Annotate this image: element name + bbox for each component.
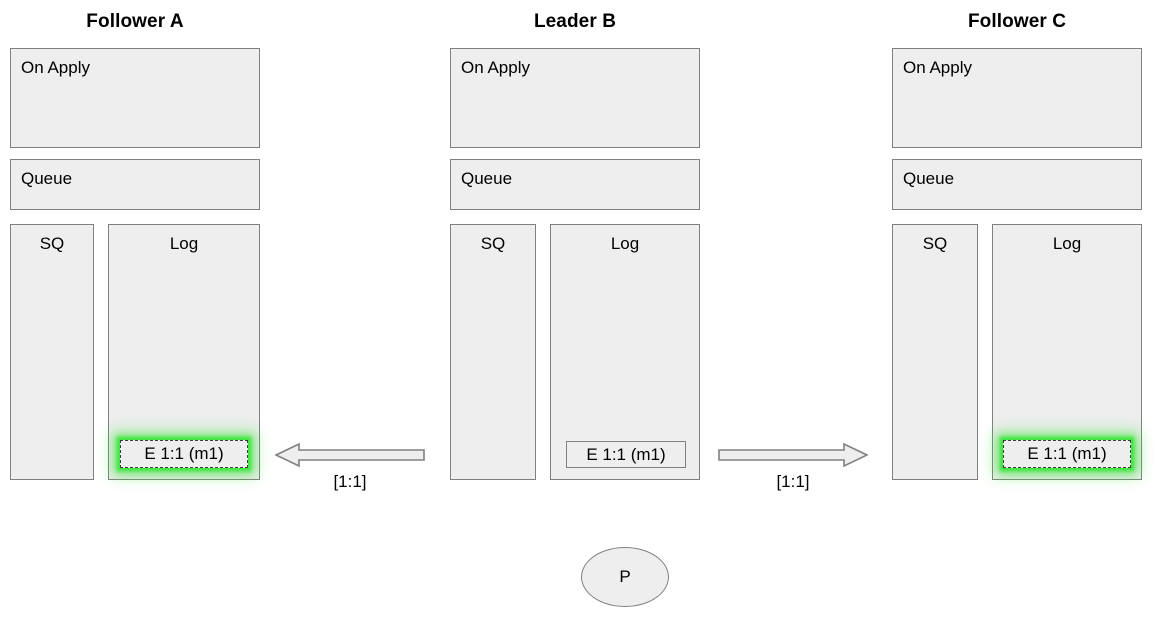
node-title-leader-b: Leader B	[533, 11, 617, 32]
left-arrow-icon	[274, 442, 425, 468]
log-entry-text: E 1:1 (m1)	[144, 444, 224, 463]
on-apply-label: On Apply	[461, 58, 530, 77]
sq-label: SQ	[39, 234, 65, 253]
on-apply-label: On Apply	[903, 58, 972, 77]
right-arrow-icon	[718, 442, 869, 468]
client-label: P	[619, 567, 631, 586]
arrow-label-left: [1:1]	[333, 472, 367, 491]
arrow-leader-to-follower-a[interactable]	[274, 442, 425, 468]
arrow-leader-to-follower-c[interactable]	[718, 442, 869, 468]
on-apply-box-follower-c[interactable]: On Apply	[892, 48, 1142, 148]
log-entry-leader-b[interactable]: E 1:1 (m1)	[566, 441, 686, 468]
queue-label: Queue	[461, 169, 513, 188]
log-box-leader-b[interactable]: Log	[550, 224, 700, 480]
on-apply-label: On Apply	[21, 58, 90, 77]
client-ellipse-p[interactable]: P	[581, 547, 669, 607]
queue-box-follower-a[interactable]: Queue	[10, 159, 260, 210]
sq-box-leader-b[interactable]: SQ	[450, 224, 536, 480]
on-apply-box-follower-a[interactable]: On Apply	[10, 48, 260, 148]
sq-box-follower-a[interactable]: SQ	[10, 224, 94, 480]
sq-box-follower-c[interactable]: SQ	[892, 224, 978, 480]
log-entry-text: E 1:1 (m1)	[586, 444, 666, 464]
log-label: Log	[1052, 234, 1082, 253]
arrow-label-right: [1:1]	[776, 472, 810, 491]
sq-label: SQ	[480, 234, 506, 253]
log-entry-follower-c[interactable]: E 1:1 (m1)	[1003, 440, 1131, 468]
queue-label: Queue	[21, 169, 73, 188]
node-title-follower-c: Follower C	[967, 11, 1067, 32]
log-entry-follower-a[interactable]: E 1:1 (m1)	[120, 440, 248, 468]
log-entry-text: E 1:1 (m1)	[1027, 444, 1107, 463]
queue-label: Queue	[903, 169, 955, 188]
queue-box-leader-b[interactable]: Queue	[450, 159, 700, 210]
queue-box-follower-c[interactable]: Queue	[892, 159, 1142, 210]
log-box-follower-a[interactable]: Log	[108, 224, 260, 480]
log-label: Log	[169, 234, 199, 253]
log-label: Log	[610, 234, 640, 253]
node-title-follower-a: Follower A	[86, 11, 184, 32]
on-apply-box-leader-b[interactable]: On Apply	[450, 48, 700, 148]
log-box-follower-c[interactable]: Log	[992, 224, 1142, 480]
sq-label: SQ	[922, 234, 948, 253]
